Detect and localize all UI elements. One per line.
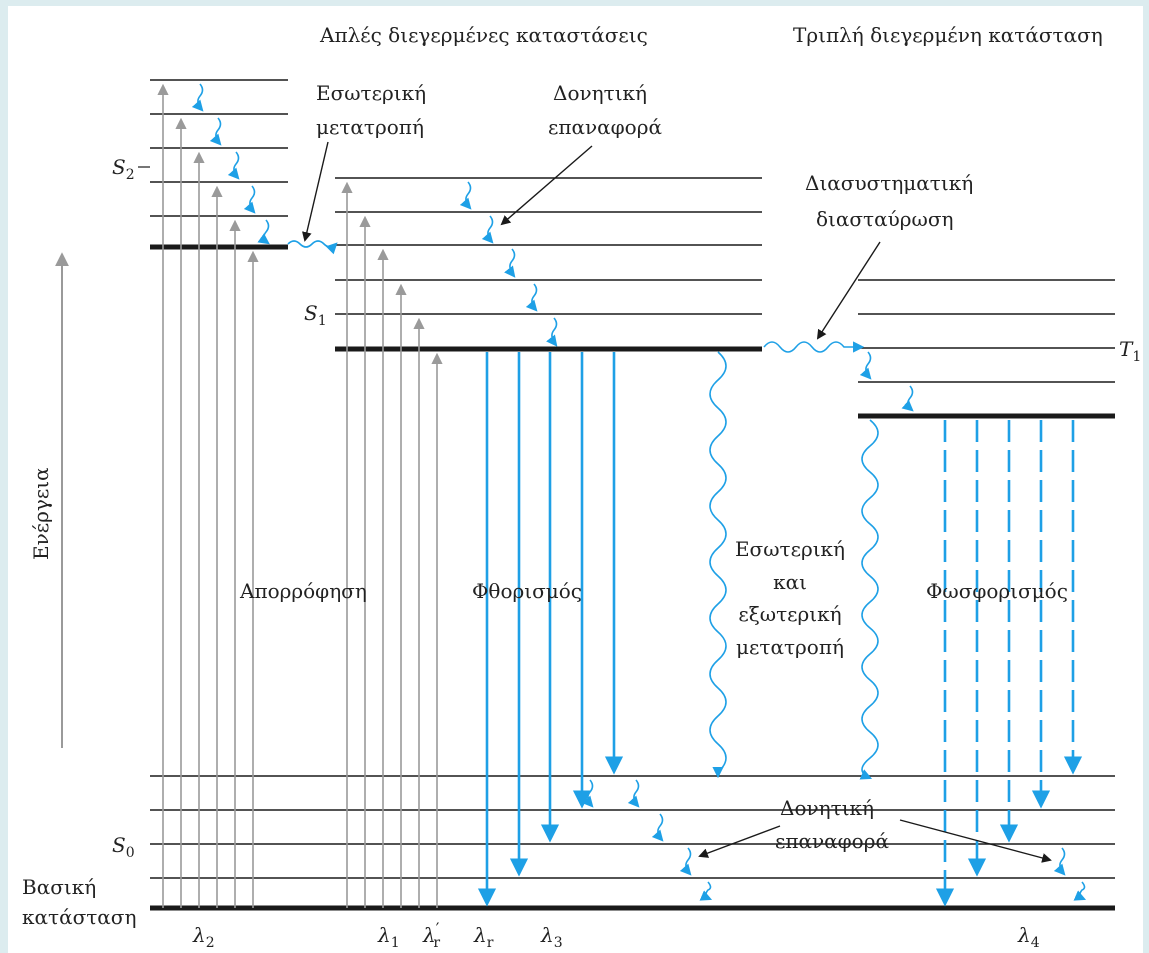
intersystem-crossing-label-1: Διασυστηματική	[805, 171, 973, 195]
vibrational-relaxation-t1	[859, 351, 914, 412]
phosphorescence-arrows	[935, 420, 1083, 907]
state-label-s1: S1	[304, 301, 327, 329]
singlets-title: Απλές διεγερμένες καταστάσεις	[319, 23, 648, 47]
state-label-t1: T1	[1119, 337, 1141, 365]
vibrational-relaxation-top-label-2: επαναφορά	[548, 115, 662, 139]
energy-axis-label: Ενέργεια	[29, 467, 53, 560]
vibrational-relaxation-top-label-1: Δονητική	[553, 81, 647, 105]
vibrational-relaxation-s1	[459, 181, 558, 347]
intersystem-crossing-wave	[763, 341, 865, 353]
fluorescence-label: Φθορισμός	[472, 579, 582, 603]
wavelength-label-lambda-r-prime: λ′r	[422, 919, 440, 951]
wavelength-label-lambda-r: λr	[473, 923, 494, 951]
internal-conversion-wave	[287, 240, 338, 255]
state-label-s2: S2	[112, 155, 135, 183]
fluorescence-arrows	[477, 352, 624, 907]
internal-conversion-pointer	[302, 141, 329, 242]
int-ext-conversion-label-2: και	[773, 570, 807, 594]
page-frame-left	[0, 0, 8, 953]
vibrational-relaxation-pointer	[500, 145, 593, 226]
internal-conversion-label-1: Εσωτερική	[316, 81, 426, 105]
vibrational-relaxation-bottom-label-1: Δονητική	[780, 796, 874, 820]
wavelength-label-lambda2: λ2	[192, 923, 215, 951]
internal-conversion-label-2: μετατροπή	[316, 115, 424, 139]
vibrational-relaxation-bottom-pointer-right	[899, 819, 1052, 863]
phosphorescence-label: Φωσφορισμός	[926, 579, 1068, 603]
triplet-title: Τριπλή διεγερμένη κατάσταση	[793, 23, 1103, 47]
wavelength-label-lambda3: λ3	[540, 923, 563, 951]
state-label-s0: S0	[112, 833, 135, 861]
vibrational-relaxation-s0	[581, 779, 1087, 901]
vibrational-relaxation-bottom-pointer-left	[698, 825, 781, 858]
int-ext-conversion-label-1: Εσωτερική	[735, 537, 845, 561]
wavelength-label-lambda1: λ1	[377, 923, 400, 951]
s1-levels	[335, 177, 762, 352]
int-ext-conversion-label-3: εξωτερική	[738, 602, 841, 626]
s0-levels	[150, 775, 1115, 911]
absorption-arrows	[157, 83, 443, 908]
ground-state-label-2: κατάσταση	[22, 905, 136, 929]
t1-levels	[858, 279, 1115, 419]
vibrational-relaxation-s2	[191, 83, 270, 245]
nonradiative-wave-s1	[709, 351, 727, 779]
nonradiative-wave-t1	[859, 419, 879, 780]
page-frame-right	[1143, 0, 1149, 953]
int-ext-conversion-label-4: μετατροπή	[736, 635, 844, 659]
intersystem-crossing-label-2: διασταύρωση	[816, 207, 953, 231]
ground-state-label-1: Βασική	[22, 875, 96, 899]
s2-levels	[138, 79, 288, 250]
absorption-label: Απορρόφηση	[239, 579, 367, 603]
wavelength-label-lambda4: λ4	[1017, 923, 1040, 951]
vibrational-relaxation-bottom-label-2: επαναφορά	[775, 829, 889, 853]
intersystem-crossing-pointer	[816, 241, 881, 340]
page-frame-top	[0, 0, 1149, 6]
